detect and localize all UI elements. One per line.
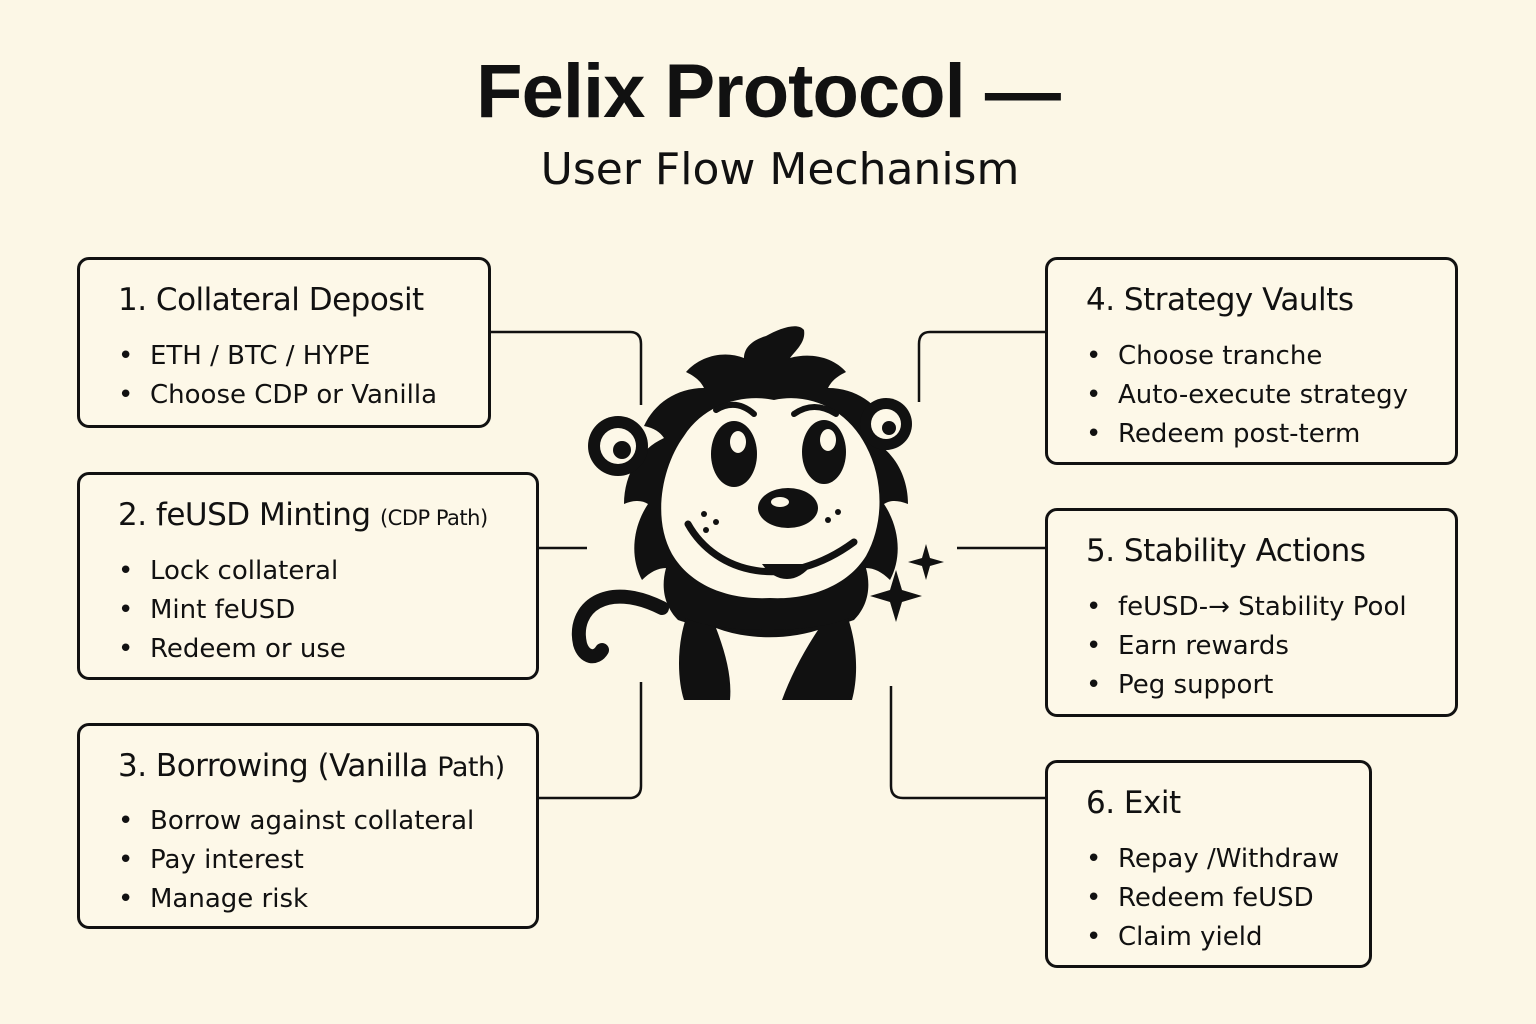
step-6-exit-box: 6. Exit Repay /Withdraw Redeem feUSD Cla… bbox=[1045, 760, 1372, 968]
list-item: Claim yield bbox=[1086, 918, 1369, 957]
step-title: 1. Collateral Deposit bbox=[118, 282, 424, 318]
step-title: 5. Stability Actions bbox=[1086, 533, 1366, 569]
connector-step-3 bbox=[539, 682, 643, 800]
list-item: Redeem feUSD bbox=[1086, 879, 1369, 918]
list-item: Redeem post-term bbox=[1086, 415, 1455, 454]
connector-step-4 bbox=[917, 330, 1045, 402]
diagram-title: Felix Protocol — bbox=[476, 49, 1061, 134]
list-item: Auto-execute strategy bbox=[1086, 376, 1455, 415]
step-title: 2. feUSD Minting (CDP Path) bbox=[118, 497, 488, 533]
list-item: Earn rewards bbox=[1086, 627, 1455, 666]
step-list: Borrow against collateral Pay interest M… bbox=[118, 802, 536, 919]
lion-cub-mascot-icon bbox=[571, 326, 944, 700]
step-5-stability-actions-box: 5. Stability Actions feUSD-→ Stability P… bbox=[1045, 508, 1458, 717]
list-item: Mint feUSD bbox=[118, 591, 536, 630]
list-item: Peg support bbox=[1086, 666, 1455, 705]
step-2-feusd-minting-box: 2. feUSD Minting (CDP Path) Lock collate… bbox=[77, 472, 539, 680]
step-1-collateral-deposit-box: 1. Collateral Deposit ETH / BTC / HYPE C… bbox=[77, 257, 491, 428]
sparkle-icon bbox=[870, 570, 922, 622]
step-list: feUSD-→ Stability Pool Earn rewards Peg … bbox=[1086, 588, 1455, 705]
list-item: Manage risk bbox=[118, 880, 536, 919]
step-4-strategy-vaults-box: 4. Strategy Vaults Choose tranche Auto-e… bbox=[1045, 257, 1458, 465]
connector-step-1 bbox=[491, 330, 643, 405]
connector-step-6 bbox=[889, 686, 1045, 800]
step-list: Lock collateral Mint feUSD Redeem or use bbox=[118, 552, 536, 669]
step-title: 4. Strategy Vaults bbox=[1086, 282, 1354, 318]
step-list: ETH / BTC / HYPE Choose CDP or Vanilla bbox=[118, 337, 488, 415]
step-list: Repay /Withdraw Redeem feUSD Claim yield bbox=[1086, 840, 1369, 957]
list-item: ETH / BTC / HYPE bbox=[118, 337, 488, 376]
sparkle-icon bbox=[908, 544, 944, 580]
step-list: Choose tranche Auto-execute strategy Red… bbox=[1086, 337, 1455, 454]
list-item: Redeem or use bbox=[118, 630, 536, 669]
list-item: Repay /Withdraw bbox=[1086, 840, 1369, 879]
list-item: Choose CDP or Vanilla bbox=[118, 376, 488, 415]
step-3-borrowing-box: 3. Borrowing (Vanilla Path) Borrow again… bbox=[77, 723, 539, 929]
list-item: Lock collateral bbox=[118, 552, 536, 591]
list-item: Borrow against collateral bbox=[118, 802, 536, 841]
list-item: feUSD-→ Stability Pool bbox=[1086, 588, 1455, 627]
step-title: 6. Exit bbox=[1086, 785, 1181, 821]
step-title: 3. Borrowing (Vanilla Path) bbox=[118, 748, 505, 784]
diagram-subtitle: User Flow Mechanism bbox=[540, 144, 1020, 195]
list-item: Pay interest bbox=[118, 841, 536, 880]
list-item: Choose tranche bbox=[1086, 337, 1455, 376]
